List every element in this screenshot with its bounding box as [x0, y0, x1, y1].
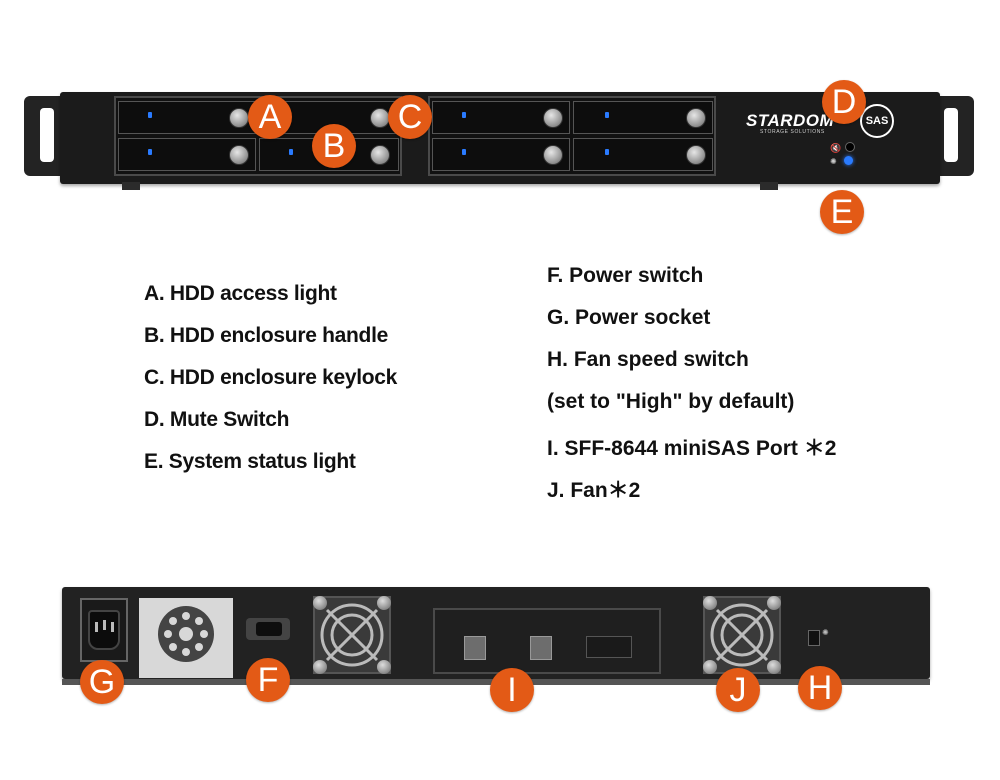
fan-screw — [377, 660, 391, 674]
hdd-keylock-knob[interactable] — [686, 145, 706, 165]
hdd-keylock-knob[interactable] — [543, 108, 563, 128]
legend-item: G. Power socket — [547, 306, 711, 329]
socket-pin — [103, 620, 106, 630]
hdd-keylock-knob[interactable] — [229, 108, 249, 128]
hdd-access-light — [289, 149, 293, 155]
legend-item: H. Fan speed switch — [547, 348, 749, 371]
legend-item: I. SFF-8644 miniSAS Port ＊2 — [547, 437, 837, 460]
legend-item: (set to "High" by default) — [547, 390, 795, 413]
sas-badge: SAS — [860, 104, 894, 138]
chassis-foot-left — [122, 182, 140, 190]
power-switch[interactable] — [256, 622, 282, 636]
fan-guard-icon — [710, 603, 774, 667]
hdd-access-light — [462, 149, 466, 155]
callout-f: F — [246, 658, 290, 702]
callout-b: B — [312, 124, 356, 168]
callout-c: C — [388, 95, 432, 139]
fan-speed-switch[interactable] — [808, 630, 820, 646]
legend-item: C. HDD enclosure keylock — [144, 366, 398, 389]
sff-8644-port-1[interactable] — [464, 636, 486, 660]
fan-guard-icon — [320, 603, 384, 667]
callout-i: I — [490, 668, 534, 712]
hdd-access-light — [605, 149, 609, 155]
socket-pin — [95, 622, 98, 632]
legend-item: F. Power switch — [547, 264, 704, 287]
sas-label: SAS — [865, 115, 889, 127]
hdd-keylock-knob[interactable] — [686, 108, 706, 128]
status-light-icon: ✺ — [830, 157, 837, 166]
mute-switch[interactable] — [845, 142, 855, 152]
hdd-keylock-knob[interactable] — [370, 108, 390, 128]
hdd-access-light — [605, 112, 609, 118]
system-status-light — [844, 156, 853, 165]
callout-j: J — [716, 668, 760, 712]
callout-d: D — [822, 80, 866, 124]
legend-left: A. HDD access light B. HDD enclosure han… — [144, 282, 397, 492]
power-socket[interactable] — [88, 610, 120, 650]
rack-ear-right-slot — [944, 108, 958, 162]
legend-right: F. Power switch G. Power socket H. Fan s… — [547, 264, 836, 516]
rack-ear-left-slot — [40, 108, 54, 162]
rear-fan-1 — [313, 596, 391, 674]
fan-screw — [313, 596, 327, 610]
hdd-tray-5[interactable] — [118, 138, 256, 171]
brand-tagline: STORAGE SOLUTIONS — [760, 129, 825, 135]
legend-item: D. Mute Switch — [144, 408, 290, 431]
brand-logo: STARDOM STORAGE SOLUTIONS — [746, 111, 835, 136]
psu-fan-grille-icon — [158, 606, 214, 662]
fan-screw — [703, 660, 717, 674]
fan-screw — [377, 596, 391, 610]
psu-vent — [139, 598, 233, 678]
rear-fan-2 — [703, 596, 781, 674]
callout-e: E — [820, 190, 864, 234]
legend-item: A. HDD access light — [144, 282, 337, 305]
hdd-access-light — [462, 112, 466, 118]
hdd-access-light — [148, 112, 152, 118]
fan-screw — [767, 660, 781, 674]
legend-item: E. System status light — [144, 450, 356, 473]
chassis-foot-right — [760, 182, 778, 190]
hdd-keylock-knob[interactable] — [543, 145, 563, 165]
hdd-keylock-knob[interactable] — [370, 145, 390, 165]
legend-item: J. Fan＊2 — [547, 479, 641, 502]
blank-port-cover — [586, 636, 632, 658]
callout-a: A — [248, 95, 292, 139]
fan-speed-icon: ✺ — [822, 628, 829, 637]
hdd-access-light — [148, 149, 152, 155]
fan-screw — [703, 596, 717, 610]
fan-screw — [313, 660, 327, 674]
sff-8644-port-2[interactable] — [530, 636, 552, 660]
socket-pin — [111, 622, 114, 632]
brand-name: STARDOM — [746, 111, 835, 130]
callout-h: H — [798, 666, 842, 710]
callout-g: G — [80, 660, 124, 704]
mute-icon: 🔇 — [830, 143, 842, 153]
legend-item: B. HDD enclosure handle — [144, 324, 388, 347]
fan-screw — [767, 596, 781, 610]
hdd-keylock-knob[interactable] — [229, 145, 249, 165]
